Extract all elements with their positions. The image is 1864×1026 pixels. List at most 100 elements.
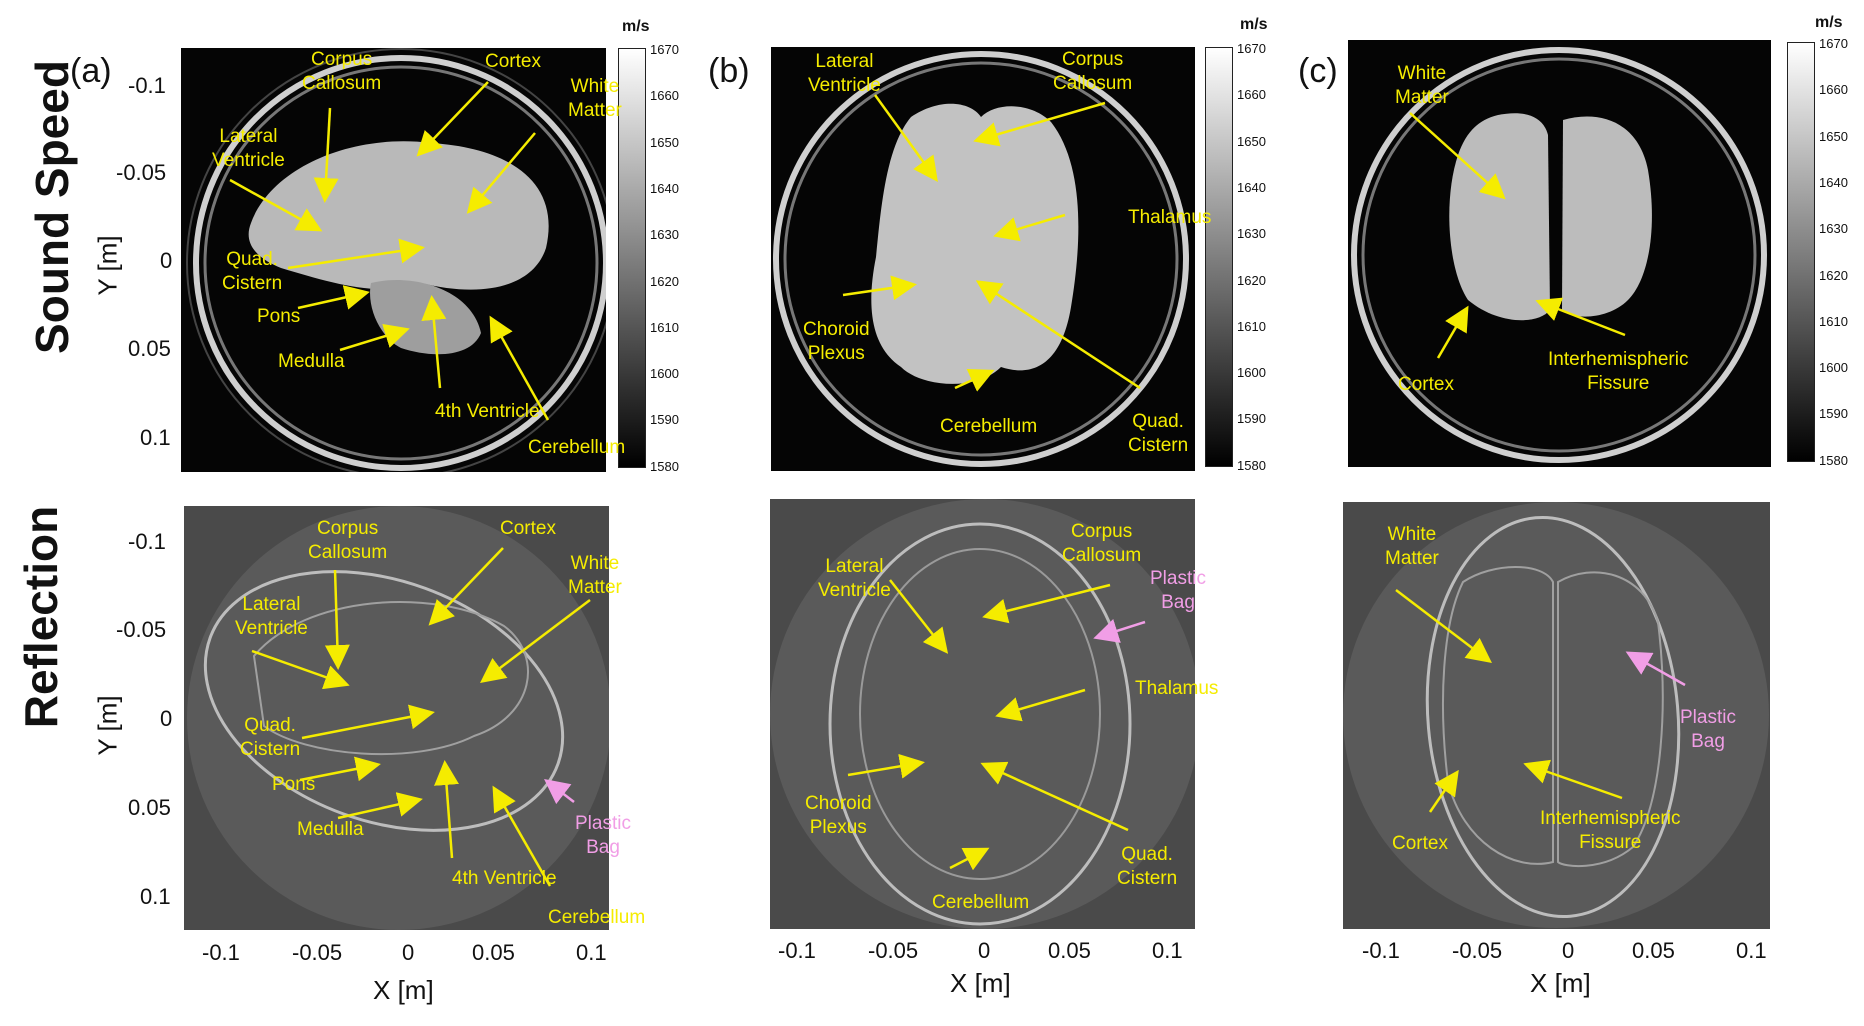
- y-tick-top-5: 0.1: [140, 425, 171, 450]
- colorbar-tick: 1620: [650, 273, 679, 289]
- annotation-label: Interhemispheric Fissure: [1540, 808, 1681, 853]
- colorbar-c: [1787, 42, 1815, 462]
- annotation-label: Lateral Ventricle: [235, 594, 308, 639]
- colorbar-tick: 1660: [650, 88, 679, 104]
- panel-label-c: (c): [1298, 52, 1338, 90]
- colorbar-tick: 1650: [650, 134, 679, 150]
- annotation-label: Corpus Callosum: [308, 518, 388, 563]
- colorbar-tick: 1620: [1237, 272, 1266, 288]
- colorbar-tick: 1650: [1237, 133, 1266, 149]
- x-tick: 0.05: [1048, 938, 1091, 963]
- colorbar-tick: 1610: [1237, 318, 1266, 334]
- y-tick-top-3: 0: [160, 248, 173, 273]
- annotation-label: Quad. Cistern: [1128, 411, 1189, 456]
- annotation-label: Choroid Plexus: [805, 793, 872, 838]
- annotation-label: Corpus Callosum: [302, 49, 382, 94]
- x-tick: 0: [402, 940, 415, 965]
- colorbar-tick: 1590: [1819, 406, 1848, 422]
- annotation-label: Quad. Cistern: [222, 249, 283, 294]
- annotation-label: Lateral Ventricle: [818, 556, 891, 601]
- x-tick: 0.1: [576, 940, 607, 965]
- y-tick-bot-5: 0.1: [140, 884, 171, 909]
- colorbar-tick: 1660: [1819, 82, 1848, 98]
- x-tick: -0.05: [1452, 938, 1503, 963]
- annotation-label: Interhemispheric Fissure: [1548, 349, 1689, 394]
- annotation-label: Quad. Cistern: [1117, 844, 1178, 889]
- y-tick-top-4: 0.05: [128, 336, 171, 361]
- colorbar-b-unit: m/s: [1240, 16, 1268, 33]
- x-tick: 0.1: [1736, 938, 1767, 963]
- annotation-label: Medulla: [297, 819, 364, 840]
- annotation-label: Cerebellum: [940, 416, 1038, 437]
- annotation-label: Cerebellum: [548, 907, 646, 928]
- x-axis-label-c: X [m]: [1530, 968, 1591, 998]
- annotation-label: Plastic Bag: [1680, 707, 1736, 752]
- x-tick: -0.1: [202, 940, 240, 965]
- y-axis-label-top: Y [m]: [92, 235, 123, 296]
- y-tick-bot-1: -0.1: [128, 529, 166, 554]
- annotation-label: Choroid Plexus: [803, 319, 870, 364]
- y-tick-bot-3: 0: [160, 706, 173, 731]
- colorbar-tick: 1590: [1237, 411, 1266, 427]
- annotation-label: Cerebellum: [932, 892, 1030, 913]
- annotation-label: White Matter: [1395, 63, 1449, 108]
- y-tick-bot-2: -0.05: [116, 617, 167, 642]
- image-b-sound-speed: [771, 47, 1195, 471]
- annotation-label: Lateral Ventricle: [808, 51, 881, 96]
- colorbar-tick: 1640: [1237, 179, 1266, 195]
- x-tick: 0.1: [1152, 938, 1183, 963]
- colorbar-tick: 1670: [1237, 41, 1266, 56]
- colorbar-tick: 1640: [650, 180, 679, 196]
- annotation-label: 4th Ventricle: [435, 401, 540, 422]
- annotation-label: Medulla: [278, 351, 345, 372]
- annotation-label: Thalamus: [1135, 678, 1219, 699]
- annotation-label: 4th Ventricle: [452, 868, 557, 889]
- colorbar-tick: 1580: [650, 458, 679, 474]
- x-tick: 0: [978, 938, 991, 963]
- x-tick: -0.05: [868, 938, 919, 963]
- colorbar-a: [618, 48, 646, 468]
- colorbar-tick: 1600: [1819, 360, 1848, 376]
- x-tick: -0.1: [778, 938, 816, 963]
- annotation-label: Corpus Callosum: [1053, 49, 1133, 94]
- annotation-label: Corpus Callosum: [1062, 521, 1142, 566]
- x-axis-label-a: X [m]: [373, 975, 434, 1005]
- colorbar-c-unit: m/s: [1815, 14, 1843, 31]
- annotation-label: Cortex: [1398, 374, 1454, 395]
- colorbar-tick: 1580: [1237, 457, 1266, 473]
- y-axis-label-bottom: Y [m]: [92, 695, 123, 756]
- colorbar-tick: 1670: [1819, 36, 1848, 51]
- annotation-label: Pons: [272, 774, 316, 795]
- annotation-label: White Matter: [1385, 524, 1439, 569]
- x-tick: 0: [1562, 938, 1575, 963]
- panel-label-a: (a): [70, 52, 112, 90]
- colorbar-tick: 1610: [1819, 313, 1848, 329]
- annotation-label: Plastic Bag: [1150, 568, 1206, 613]
- colorbar-tick: 1580: [1819, 452, 1848, 468]
- colorbar-tick: 1600: [1237, 365, 1266, 381]
- colorbar-tick: 1600: [650, 366, 679, 382]
- colorbar-tick: 1630: [1237, 226, 1266, 242]
- annotation-label: Plastic Bag: [575, 813, 631, 858]
- y-tick-bot-4: 0.05: [128, 795, 171, 820]
- annotation-label: Cortex: [500, 518, 556, 539]
- annotation-label: White Matter: [568, 76, 622, 121]
- colorbar-tick: 1650: [1819, 128, 1848, 144]
- row-label-reflection: Reflection: [15, 505, 68, 729]
- annotation-label: Pons: [257, 306, 301, 327]
- annotation-label: Cerebellum: [528, 437, 626, 458]
- colorbar-b: [1205, 47, 1233, 467]
- colorbar-tick: 1620: [1819, 267, 1848, 283]
- annotation-label: Cortex: [485, 51, 541, 72]
- colorbar-tick: 1670: [650, 42, 679, 57]
- colorbar-tick: 1610: [650, 319, 679, 335]
- panel-label-b: (b): [708, 52, 750, 90]
- y-tick-top-1: -0.1: [128, 73, 166, 98]
- row-label-sound-speed: Sound Speed: [25, 60, 78, 354]
- x-tick: 0.05: [472, 940, 515, 965]
- colorbar-tick: 1630: [1819, 221, 1848, 237]
- colorbar-a-unit: m/s: [622, 18, 650, 35]
- x-tick: -0.1: [1362, 938, 1400, 963]
- x-tick: -0.05: [292, 940, 343, 965]
- annotation-label: Quad. Cistern: [240, 715, 301, 760]
